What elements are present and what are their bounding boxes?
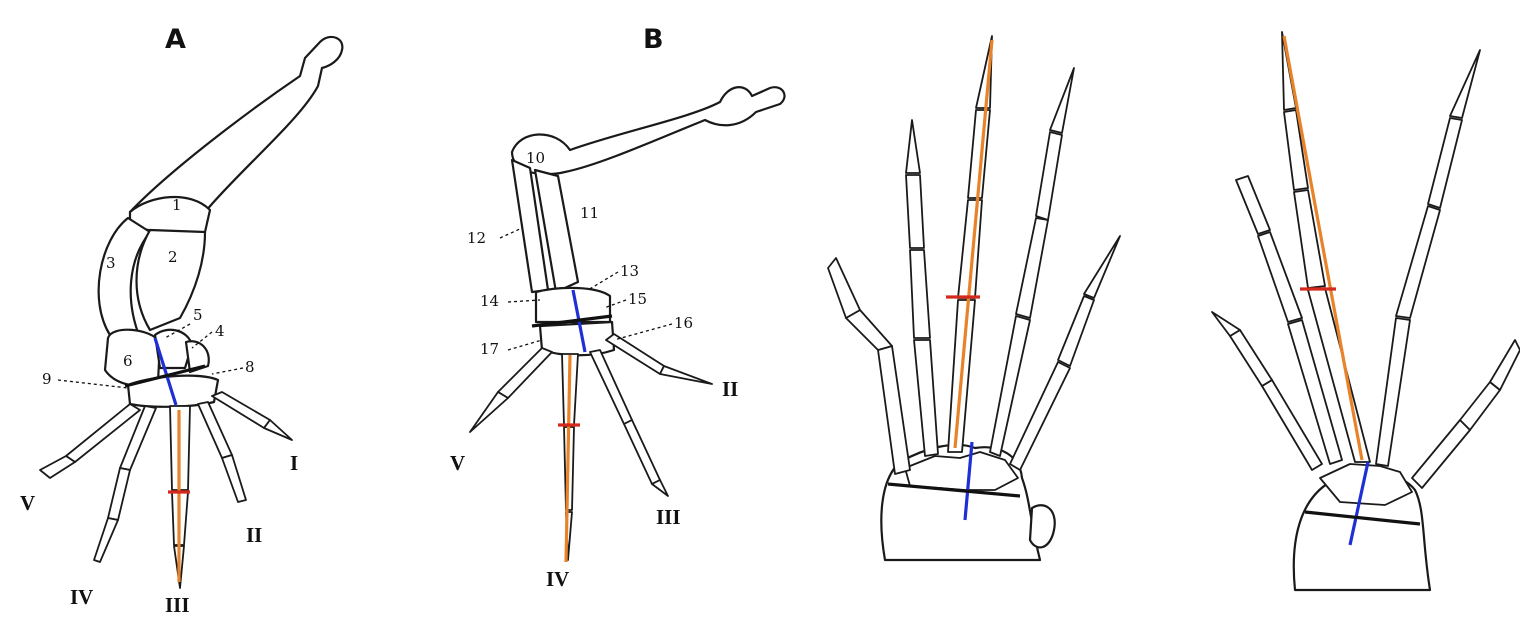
panel-b-long-bone [512,87,785,174]
label-14: 14 [480,292,499,310]
label-digit-III: III [656,505,681,529]
label-11: 11 [580,204,599,222]
label-digit-II: II [246,523,262,547]
panel-d-hand [1212,32,1520,590]
label-3: 3 [106,254,116,272]
label-15: 15 [628,290,647,308]
panel-b: B 10 [450,24,785,591]
label-digit-II: II [722,377,738,401]
label-6: 6 [123,352,133,370]
panel-a-digit-I [212,392,292,440]
label-1: 1 [172,196,182,214]
label-digit-V: V [20,491,35,515]
panel-a-letter: A [165,24,186,55]
label-2: 2 [168,248,178,266]
label-16: 16 [674,314,693,332]
label-digit-V: V [450,451,465,475]
label-digit-IV: IV [70,585,93,609]
panel-b-digit-II [606,334,712,384]
panel-c-thumb [828,258,910,474]
panel-a-digit-II [198,402,246,502]
label-10: 10 [526,149,545,167]
panel-b-digit-V [470,348,552,432]
label-9: 9 [42,370,52,388]
panel-c-ulna-cap [1030,505,1055,547]
label-13: 13 [620,262,639,280]
panel-d-thumb [1412,340,1520,488]
label-digit-I: I [290,451,298,475]
label-17: 17 [480,340,499,358]
panel-c-hand [828,36,1120,560]
panel-c-digit-axis [955,40,992,448]
panel-c-ring [990,68,1074,456]
label-digit-IV: IV [546,567,569,591]
panel-c-index [906,120,938,456]
label-12: 12 [467,229,486,247]
panel-a-long-bone [130,37,342,212]
panel-b-letter: B [643,24,664,55]
panel-b-ankle-lower [540,322,614,355]
label-8: 8 [245,358,255,376]
label-digit-III: III [165,593,190,617]
label-4: 4 [215,322,225,340]
panel-d-index [1376,50,1480,466]
panel-a: A [20,24,342,617]
label-5: 5 [193,306,203,324]
